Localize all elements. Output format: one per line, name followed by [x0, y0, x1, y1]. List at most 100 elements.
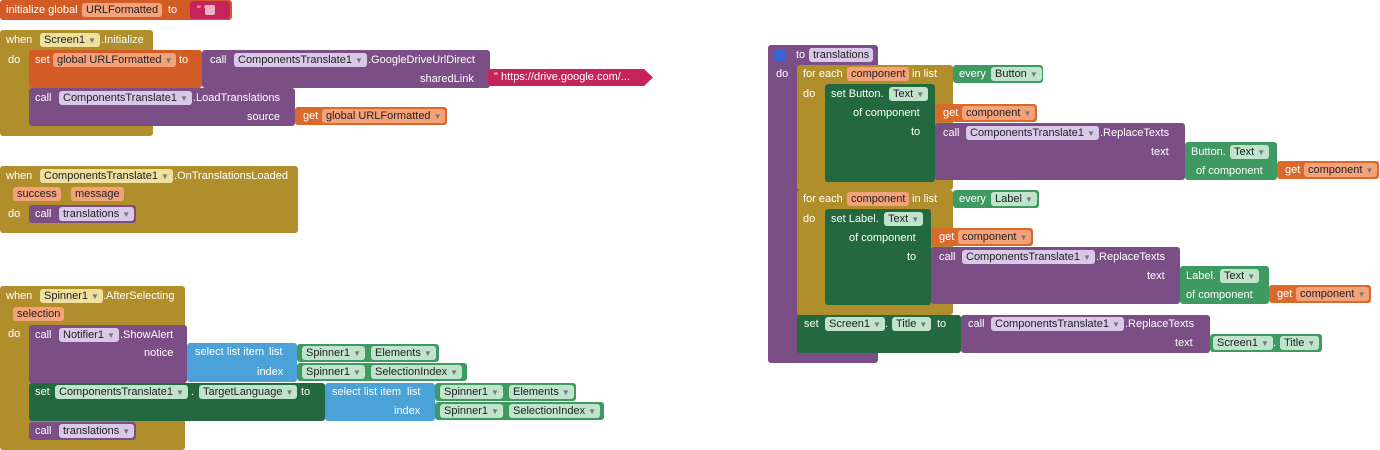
screen-dropdown[interactable]: Screen1▼ — [1213, 336, 1273, 350]
select-list-item-block[interactable]: select list item list index — [325, 383, 435, 421]
component-type-dropdown[interactable]: Button▼ — [991, 67, 1042, 81]
chevron-down-icon: ▼ — [491, 388, 499, 397]
notifier-dropdown[interactable]: Notifier1▼ — [59, 328, 119, 342]
set-button-keyword: set Button. — [831, 88, 884, 100]
component-type-dropdown[interactable]: Label▼ — [991, 192, 1037, 206]
replace-texts-call-block[interactable]: call ComponentsTranslate1▼ .ReplaceTexts… — [935, 123, 1185, 180]
every-label-block[interactable]: every Label▼ — [953, 190, 1039, 208]
select-list-item-block[interactable]: select list item list index — [187, 343, 297, 382]
param-message[interactable]: message — [71, 187, 124, 201]
component-var-dropdown[interactable]: component▼ — [1296, 287, 1370, 301]
translate-component-dropdown[interactable]: ComponentsTranslate1▼ — [966, 126, 1099, 140]
global-var-dropdown[interactable]: global URLFormatted▼ — [53, 53, 177, 67]
chevron-down-icon: ▼ — [916, 90, 925, 99]
set-target-language-block[interactable]: set ComponentsTranslate1▼ . TargetLangua… — [29, 383, 325, 421]
text-property-dropdown[interactable]: Text▼ — [884, 212, 924, 226]
translate-component-dropdown[interactable]: ComponentsTranslate1▼ — [40, 169, 173, 183]
global-variable-name-text: URLFormatted — [86, 4, 159, 16]
translate-component-dropdown[interactable]: ComponentsTranslate1▼ — [59, 91, 192, 105]
translate-component-dropdown[interactable]: ComponentsTranslate1▼ — [991, 317, 1124, 331]
target-language-dropdown[interactable]: TargetLanguage▼ — [199, 385, 298, 399]
chevron-down-icon: ▼ — [423, 349, 432, 358]
translate-component-dropdown[interactable]: ComponentsTranslate1▼ — [234, 53, 367, 67]
chevron-down-icon: ▼ — [1111, 320, 1120, 329]
list-keyword: list — [269, 346, 283, 358]
label-text-getter[interactable]: Label. Text▼ of component — [1180, 266, 1269, 304]
spinner-selectionindex-getter[interactable]: Spinner1▼ . SelectionIndex▼ — [297, 363, 467, 381]
load-translations-call-block[interactable]: call ComponentsTranslate1▼ .LoadTranslat… — [29, 88, 295, 126]
do-keyword: do — [803, 213, 816, 225]
do-keyword: do — [803, 88, 816, 100]
show-alert-call-block[interactable]: call Notifier1▼ .ShowAlert notice — [29, 325, 187, 383]
when-keyword: when — [6, 170, 33, 182]
spinner-dropdown[interactable]: Spinner1▼ — [302, 365, 365, 379]
call-translations-block[interactable]: call translations▼ — [29, 205, 136, 223]
spinner-selectionindex-getter[interactable]: Spinner1▼ . SelectionIndex▼ — [435, 402, 604, 420]
get-global-block[interactable]: get global URLFormatted▼ — [295, 107, 447, 125]
translate-component-dropdown[interactable]: ComponentsTranslate1▼ — [55, 385, 188, 399]
text-property-dropdown[interactable]: Text▼ — [889, 87, 929, 101]
get-component-block[interactable]: get component▼ — [1269, 285, 1371, 303]
param-selection[interactable]: selection — [13, 307, 65, 321]
param-success[interactable]: success — [13, 187, 61, 201]
spinner-elements-getter[interactable]: Spinner1▼ . Elements▼ — [297, 344, 439, 362]
procedure-dropdown[interactable]: translations▼ — [59, 424, 135, 438]
dot-separator: . — [363, 347, 367, 359]
title-property-dropdown[interactable]: Title▼ — [892, 317, 932, 331]
selectionindex-property-dropdown[interactable]: SelectionIndex▼ — [509, 404, 601, 418]
spinner-dropdown[interactable]: Spinner1▼ — [440, 385, 503, 399]
global-variable-name[interactable]: URLFormatted — [82, 3, 163, 17]
drive-url-call-block[interactable]: call ComponentsTranslate1▼ .GoogleDriveU… — [202, 50, 490, 88]
global-var-dropdown[interactable]: global URLFormatted▼ — [322, 109, 446, 123]
spinner-dropdown[interactable]: Spinner1▼ — [40, 289, 103, 303]
component-type-text: Label — [995, 193, 1022, 205]
selectionindex-property-dropdown[interactable]: SelectionIndex▼ — [371, 365, 463, 379]
text-property-dropdown[interactable]: Text▼ — [1220, 269, 1260, 283]
text-property-dropdown[interactable]: Text▼ — [1230, 145, 1270, 159]
every-button-block[interactable]: every Button▼ — [953, 65, 1043, 83]
replace-texts-call-block[interactable]: call ComponentsTranslate1▼ .ReplaceTexts… — [931, 247, 1180, 304]
screen-dropdown[interactable]: Screen1▼ — [40, 33, 100, 47]
spinner-dropdown[interactable]: Spinner1▼ — [302, 346, 365, 360]
screen-dropdown[interactable]: Screen1▼ — [825, 317, 885, 331]
empty-text-field[interactable] — [205, 5, 215, 15]
method-name: .ReplaceTexts — [1096, 251, 1166, 263]
elements-property-dropdown[interactable]: Elements▼ — [371, 346, 436, 360]
empty-text-block[interactable]: " " — [190, 1, 230, 19]
text-param: text — [1151, 146, 1169, 158]
drive-url-text-block[interactable]: " https://drive.google.com/... — [488, 69, 646, 86]
set-label-text-block[interactable]: set Label. Text▼ of component to — [825, 209, 931, 305]
component-var-dropdown[interactable]: component▼ — [962, 106, 1036, 120]
spinner-dropdown[interactable]: Spinner1▼ — [440, 404, 503, 418]
get-component-block[interactable]: get component▼ — [1277, 161, 1379, 179]
component-var-dropdown[interactable]: component▼ — [958, 230, 1032, 244]
procedure-name-field[interactable]: translations — [809, 48, 874, 62]
spinner-elements-getter[interactable]: Spinner1▼ . Elements▼ — [435, 383, 576, 401]
button-dot-keyword: Button. — [1191, 146, 1226, 158]
translate-component-text: ComponentsTranslate1 — [238, 54, 352, 66]
procedure-dropdown[interactable]: translations▼ — [59, 207, 135, 221]
replace-texts-call-block[interactable]: call ComponentsTranslate1▼ .ReplaceTexts… — [961, 315, 1210, 353]
button-text-getter[interactable]: Button. Text▼ of component — [1185, 142, 1277, 180]
gear-icon[interactable] — [774, 49, 786, 61]
loop-variable[interactable]: component — [847, 192, 910, 206]
chevron-down-icon: ▼ — [175, 388, 184, 397]
get-component-block[interactable]: get component▼ — [935, 104, 1037, 122]
method-name: .LoadTranslations — [193, 92, 281, 104]
chevron-down-icon: ▼ — [872, 320, 881, 329]
screen-title-getter[interactable]: Screen1▼ . Title▼ — [1210, 334, 1322, 352]
translate-component-dropdown[interactable]: ComponentsTranslate1▼ — [962, 250, 1095, 264]
title-property-dropdown[interactable]: Title▼ — [1280, 336, 1320, 350]
event-name: .Initialize — [101, 34, 144, 46]
index-keyword: index — [257, 366, 284, 378]
get-component-block[interactable]: get component▼ — [931, 228, 1033, 246]
set-button-text-block[interactable]: set Button. Text▼ of component to — [825, 84, 935, 182]
translate-component-text: ComponentsTranslate1 — [44, 170, 158, 182]
elements-property-dropdown[interactable]: Elements▼ — [509, 385, 574, 399]
set-global-block[interactable]: set global URLFormatted▼ to — [29, 50, 202, 88]
component-var-dropdown[interactable]: component▼ — [1304, 163, 1378, 177]
global-variable-block[interactable]: initialize global URLFormatted to " " — [0, 0, 232, 20]
loop-variable[interactable]: component — [847, 67, 910, 81]
call-translations-block[interactable]: call translations▼ — [29, 422, 136, 440]
set-screen-title-block[interactable]: set Screen1▼ . Title▼ to — [797, 315, 961, 353]
